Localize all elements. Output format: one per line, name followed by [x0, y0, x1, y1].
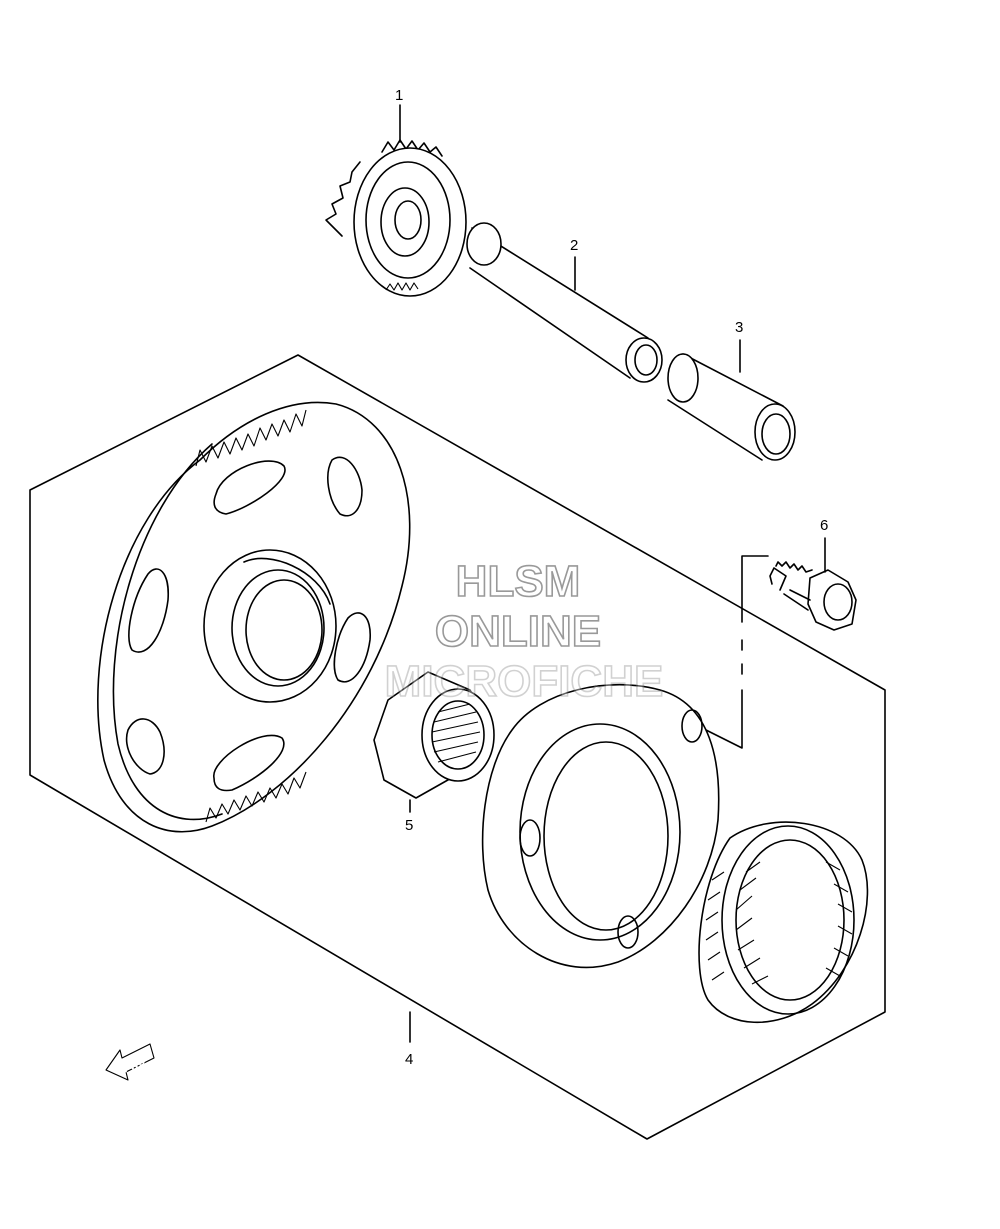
fwd-arrow-icon — [105, 1043, 155, 1081]
part-5-needle-bearing — [373, 671, 495, 813]
part-3-sleeve — [667, 339, 796, 461]
part-4-ring-gear — [97, 401, 411, 833]
callout-5: 5 — [405, 817, 413, 834]
part-6-bolt — [769, 537, 857, 631]
part-4-one-way-clutch — [698, 821, 869, 1024]
callout-3: 3 — [735, 319, 743, 336]
callout-4: 4 — [405, 1051, 413, 1068]
assembly-outline — [29, 354, 886, 1140]
part-2-shaft — [466, 222, 663, 383]
watermark-line-2: ONLINE — [435, 607, 601, 656]
fwd-badge: FWD — [105, 1043, 155, 1081]
callout-1: 1 — [395, 87, 403, 104]
fwd-label: FWD — [122, 1056, 147, 1075]
callout-6: 6 — [820, 517, 828, 534]
watermark-line-1: HLSM — [456, 557, 581, 606]
part-1-gear — [325, 104, 467, 297]
watermark: HLSM ONLINE MICROFICHE — [384, 556, 664, 707]
watermark-line-3: MICROFICHE — [385, 657, 664, 706]
part-4-clutch-housing — [481, 684, 720, 969]
callout-2: 2 — [570, 237, 578, 254]
bolt-connector — [741, 555, 769, 623]
